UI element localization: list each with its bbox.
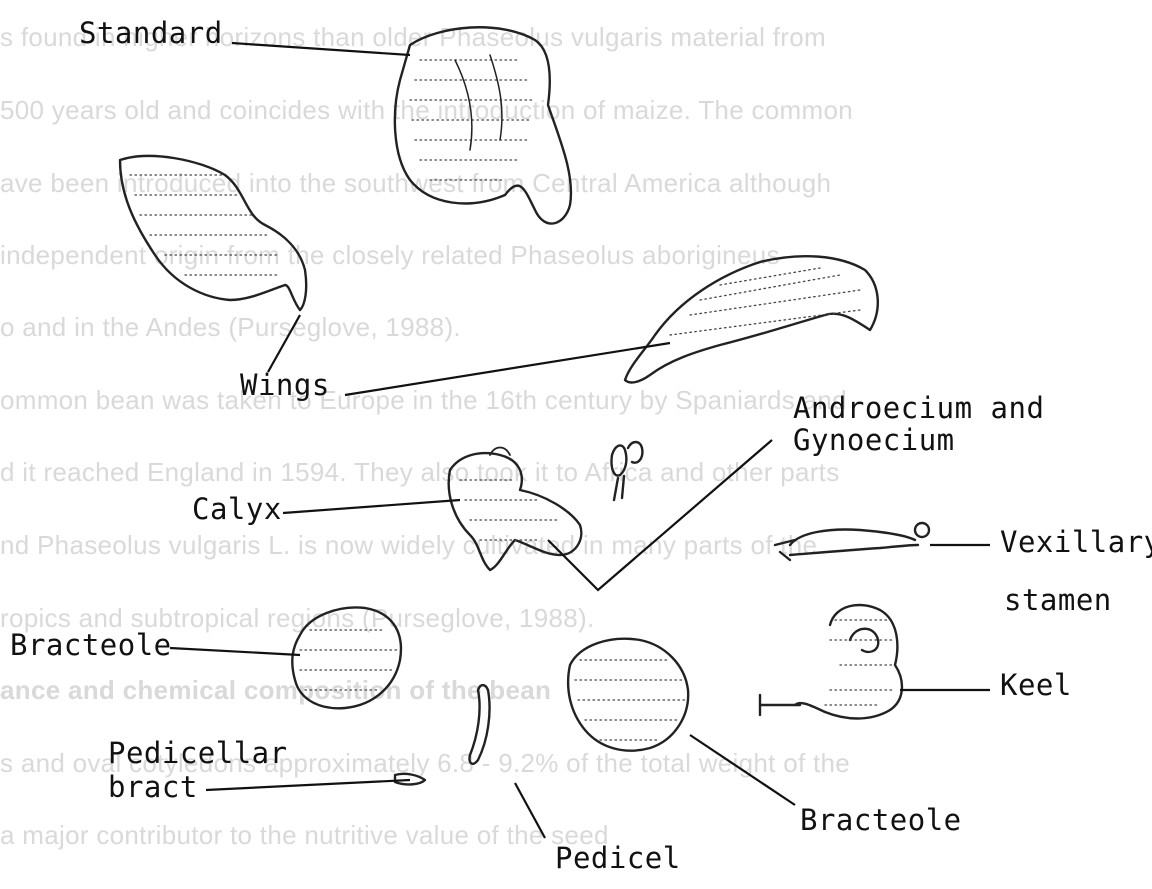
label-vexillary: Vexillary [1000,527,1152,557]
keel-drawing [760,605,902,719]
bracteole-left-drawing [292,607,401,708]
label-calyx: Calyx [192,494,282,524]
calyx-drawing [449,448,582,571]
label-bract: bract [108,772,198,802]
leader-pedicel [515,783,545,838]
leader-calyx [283,500,460,513]
leader-bracteole-right [690,735,795,805]
leader-pedicellar-bract [206,780,410,790]
label-pedicellar: Pedicellar [108,738,288,768]
label-pedicel: Pedicel [555,843,681,873]
leader-androecium [548,440,772,590]
vexillary-stamen-drawing [775,523,929,560]
leader-standard [232,43,410,55]
pedicel-drawing [469,685,489,764]
label-stamen: stamen [1004,585,1112,615]
pedicellar-bract-drawing [395,774,425,785]
label-gynoecium: Gynoecium [793,425,955,455]
standard-petal-drawing [395,27,571,223]
leader-wings-left [268,315,300,372]
label-wings: Wings [240,370,330,400]
label-androecium: Androecium and [793,393,1044,423]
label-keel: Keel [1000,670,1072,700]
androecium-gynoecium-drawing [611,442,642,500]
wing-petal-left-drawing [120,156,306,310]
wing-petal-right-drawing [625,256,878,382]
label-standard: Standard [79,18,223,48]
leader-bracteole-left [170,648,300,655]
leader-wings-right [345,343,670,395]
label-bracteole-right: Bracteole [800,805,962,835]
bracteole-right-drawing [568,639,688,751]
label-bracteole-left: Bracteole [10,630,172,660]
